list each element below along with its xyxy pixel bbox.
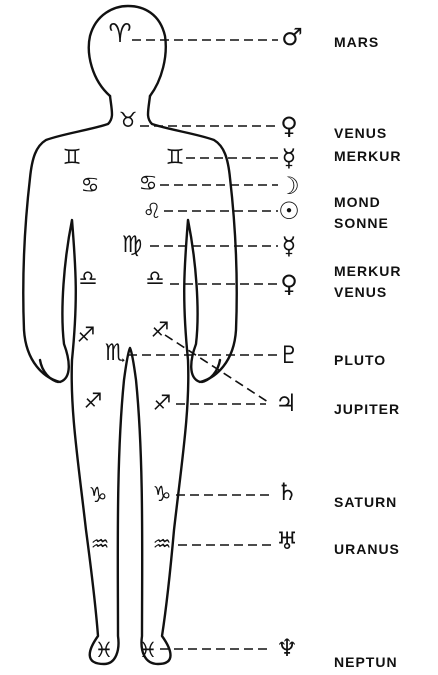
planet-symbols: ♂ ♀ ☿ ☽ ☉ ☿ ♀ ♇ ♃ ♄ ♅ ♆ bbox=[275, 23, 303, 662]
label-venus-1: VENUS bbox=[334, 123, 387, 143]
capricorn-sign-right: ♑ bbox=[153, 482, 172, 506]
label-merkur-1: MERKUR bbox=[334, 146, 401, 166]
libra-sign-left: ♎ bbox=[79, 266, 98, 290]
virgo-sign: ♍ bbox=[122, 232, 143, 258]
jupiter-icon: ♃ bbox=[275, 389, 297, 417]
gemini-sign-left: ♊ bbox=[63, 145, 82, 169]
capricorn-sign-left: ♑ bbox=[89, 483, 108, 507]
mercury-icon-shoulder: ☿ bbox=[282, 144, 297, 172]
zodiac-signs: ♈ ♉ ♊ ♊ ♋ ♋ ♌ ♍ ♎ ♎ ♐ ♐ ♏ ♐ ♐ ♑ ♑ ♒ ♒ ♓ … bbox=[63, 19, 185, 662]
mercury-icon-virgo: ☿ bbox=[282, 232, 297, 260]
sagittarius-sign-lower-left: ♐ bbox=[84, 389, 103, 413]
label-sonne: SONNE bbox=[334, 213, 389, 233]
leader-lines bbox=[128, 40, 278, 649]
pisces-sign-right: ♓ bbox=[139, 638, 158, 662]
cancer-sign-left: ♋ bbox=[81, 173, 100, 197]
sagittarius-sign-upper-left: ♐ bbox=[77, 323, 96, 347]
pluto-icon: ♇ bbox=[278, 341, 300, 369]
cancer-sign-right: ♋ bbox=[139, 171, 158, 195]
label-pluto: PLUTO bbox=[334, 350, 386, 370]
uranus-icon: ♅ bbox=[276, 527, 298, 555]
libra-sign-right: ♎ bbox=[146, 266, 165, 290]
label-neptun: NEPTUN bbox=[334, 652, 398, 672]
label-merkur-2: MERKUR bbox=[334, 261, 401, 281]
venus-icon-neck: ♀ bbox=[280, 112, 298, 140]
aquarius-sign-left: ♒ bbox=[91, 532, 110, 556]
aries-sign: ♈ bbox=[108, 19, 131, 49]
label-venus-2: VENUS bbox=[334, 282, 387, 302]
leo-sign: ♌ bbox=[143, 199, 162, 223]
label-jupiter: JUPITER bbox=[334, 399, 400, 419]
label-saturn: SATURN bbox=[334, 492, 397, 512]
venus-icon-libra: ♀ bbox=[280, 270, 298, 298]
moon-icon: ☽ bbox=[278, 172, 300, 200]
leader-jupiter-upper bbox=[165, 335, 268, 402]
aquarius-sign-right: ♒ bbox=[153, 532, 172, 556]
scorpio-sign: ♏ bbox=[105, 340, 126, 366]
neptune-icon: ♆ bbox=[276, 634, 298, 662]
label-mars: MARS bbox=[334, 32, 379, 52]
saturn-icon: ♄ bbox=[276, 478, 298, 506]
sun-icon: ☉ bbox=[278, 197, 300, 225]
sagittarius-sign-lower-right: ♐ bbox=[153, 391, 172, 415]
label-uranus: URANUS bbox=[334, 539, 400, 559]
pisces-sign-left: ♓ bbox=[95, 638, 114, 662]
mars-icon: ♂ bbox=[281, 23, 303, 51]
gemini-sign-right: ♊ bbox=[166, 145, 185, 169]
sagittarius-sign-upper-right: ♐ bbox=[151, 318, 170, 342]
label-mond: MOND bbox=[334, 192, 381, 212]
taurus-sign: ♉ bbox=[119, 108, 138, 132]
